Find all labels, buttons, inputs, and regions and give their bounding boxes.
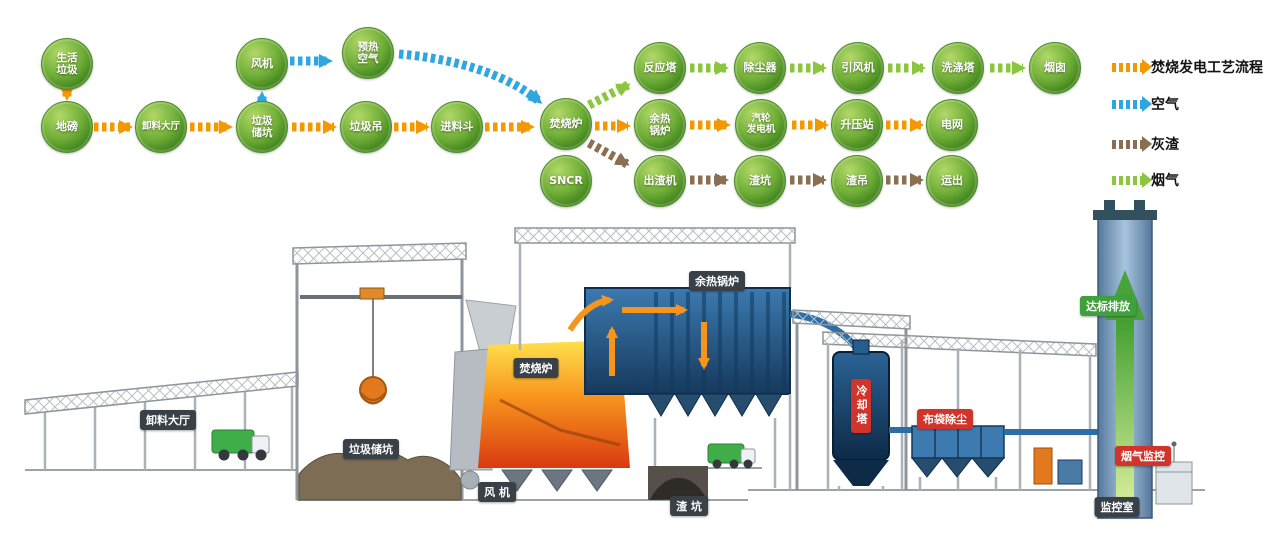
ash-arrow-icon bbox=[1112, 136, 1152, 152]
node-sncr: SNCR bbox=[540, 155, 592, 207]
plant-label-standard-emission: 达标排放 bbox=[1080, 296, 1136, 316]
crane-trolley bbox=[359, 287, 385, 300]
aux-tank bbox=[1057, 459, 1083, 485]
plant-label-bag-filter: 布袋除尘 bbox=[917, 409, 973, 429]
grab-claw bbox=[359, 376, 387, 405]
node-chimney: 烟囱 bbox=[1029, 42, 1081, 94]
legend-item-air: 空气 bbox=[1112, 94, 1179, 114]
node-slag-pit: 渣坑 bbox=[734, 155, 786, 207]
node-booster-station: 升压站 bbox=[831, 99, 883, 151]
slag-mound bbox=[650, 477, 706, 500]
node-power-grid: 电网 bbox=[926, 99, 978, 151]
air-arrow-icon bbox=[1112, 96, 1152, 112]
legend-label-air: 空气 bbox=[1151, 97, 1179, 113]
legend-item-process: 焚烧发电工艺流程 bbox=[1112, 57, 1263, 77]
flowchart-arrows bbox=[60, 49, 1026, 187]
node-transport-out: 运出 bbox=[926, 155, 978, 207]
node-slag-discharger: 出渣机 bbox=[634, 155, 686, 207]
node-unloading-hall: 卸料大厅 bbox=[135, 101, 187, 153]
id-fan-vessel bbox=[1033, 447, 1053, 485]
node-reaction-tower: 反应塔 bbox=[634, 42, 686, 94]
node-induced-draft-fan: 引风机 bbox=[832, 42, 884, 94]
node-dust-collector: 除尘器 bbox=[734, 42, 786, 94]
legend-label-ash: 灰渣 bbox=[1151, 137, 1179, 153]
chimney-stack bbox=[1093, 200, 1157, 519]
slag-truck bbox=[707, 443, 756, 469]
monitoring-room-building bbox=[1155, 441, 1193, 505]
slag-pit-area bbox=[648, 443, 756, 500]
node-slag-crane: 渣吊 bbox=[831, 155, 883, 207]
waste-heat-boiler-unit bbox=[514, 227, 796, 490]
emission-arrow-shaft bbox=[1116, 316, 1134, 506]
node-turbine-generator: 汽轮 发电机 bbox=[735, 99, 787, 151]
process-arrow-icon bbox=[1112, 59, 1152, 75]
arrow-incinerator-to-slagger bbox=[586, 139, 630, 168]
fan-equipment bbox=[460, 470, 480, 490]
node-feed-hopper: 进料斗 bbox=[431, 101, 483, 153]
node-preheated-air: 预热 空气 bbox=[342, 27, 394, 79]
legend-item-flue: 烟气 bbox=[1112, 170, 1179, 190]
plant-label-slag-pit: 渣 坑 bbox=[670, 496, 708, 516]
plant-label-unloading-hall: 卸料大厅 bbox=[140, 410, 196, 430]
plant-label-monitoring-room: 监控室 bbox=[1094, 497, 1140, 517]
plant-label-cooling-tower: 冷却塔 bbox=[851, 379, 871, 433]
feed-chute bbox=[465, 299, 517, 353]
legend-label-flue: 烟气 bbox=[1151, 173, 1179, 189]
node-household-waste: 生活 垃圾 bbox=[41, 38, 93, 90]
node-waste-crane: 垃圾吊 bbox=[340, 101, 392, 153]
arrow-preheat-to-incinerator bbox=[398, 49, 543, 106]
legend-item-ash: 灰渣 bbox=[1112, 134, 1179, 154]
node-waste-heat-boiler: 余热 锅炉 bbox=[634, 99, 686, 151]
plant-label-incinerator: 焚烧炉 bbox=[513, 358, 559, 378]
plant-label-fan: 风 机 bbox=[478, 482, 516, 502]
flue-arrow-icon bbox=[1112, 172, 1152, 188]
plant-label-flue-monitoring: 烟气监控 bbox=[1115, 446, 1171, 466]
legend-label-process: 焚烧发电工艺流程 bbox=[1151, 60, 1263, 76]
plant-label-boiler: 余热锅炉 bbox=[689, 271, 745, 291]
bag-filter-unit bbox=[910, 425, 1006, 490]
waste-truck bbox=[211, 429, 270, 461]
node-weighbridge: 地磅 bbox=[41, 101, 93, 153]
waste-pit-building bbox=[292, 242, 467, 501]
plant-label-waste-pit: 垃圾储坑 bbox=[343, 439, 399, 459]
node-incinerator: 焚烧炉 bbox=[540, 98, 592, 150]
node-scrubber-tower: 洗涤塔 bbox=[932, 42, 984, 94]
node-fan: 风机 bbox=[236, 38, 288, 90]
node-waste-pit: 垃圾 储坑 bbox=[236, 101, 288, 153]
